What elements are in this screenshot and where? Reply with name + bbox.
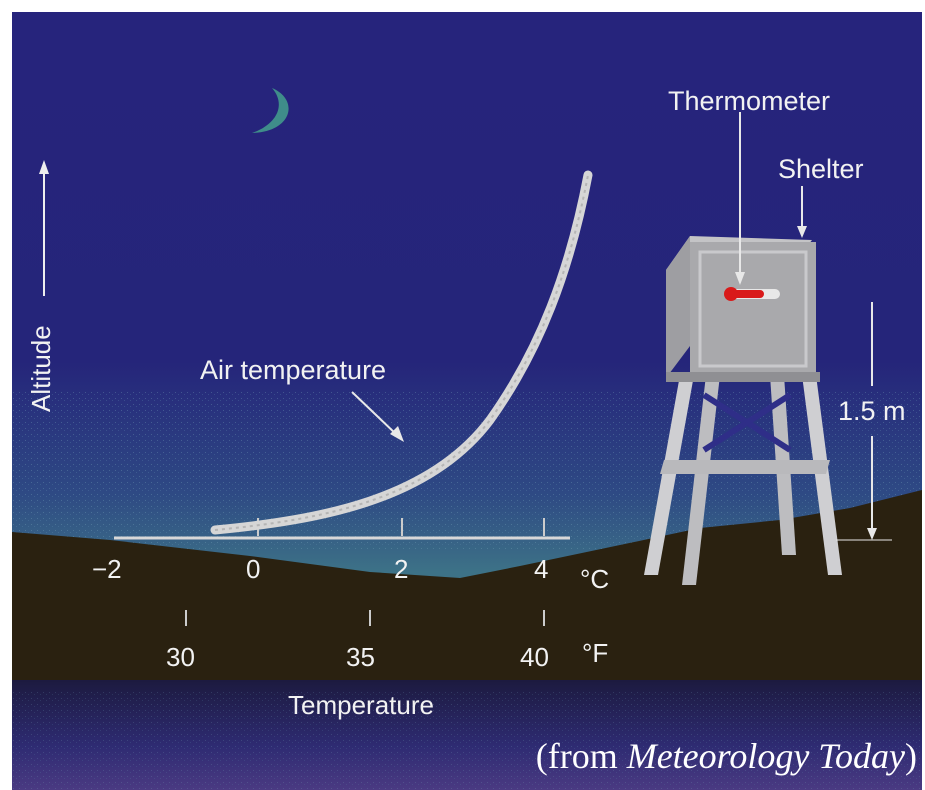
fahrenheit-tick-30: 30	[166, 642, 195, 672]
temperature-axis-label: Temperature	[288, 690, 434, 720]
fahrenheit-tick-40: 40	[520, 642, 549, 672]
moon-icon	[252, 88, 289, 133]
thermometer-icon	[724, 287, 780, 301]
source-title: Meteorology Today	[626, 736, 905, 776]
height-label: 1.5 m	[838, 396, 906, 426]
thermometer-label: Thermometer	[668, 86, 831, 116]
celsius-tick-2: 2	[394, 554, 409, 584]
air-temperature-pointer	[351, 391, 399, 437]
celsius-unit: °C	[580, 564, 610, 594]
fahrenheit-unit: °F	[582, 638, 609, 668]
source-credit: (from Meteorology Today)	[535, 736, 917, 776]
air-temperature-curve	[210, 170, 593, 535]
altitude-arrow-head	[39, 160, 49, 174]
air-temperature-label: Air temperature	[200, 355, 387, 385]
celsius-tick-0: 0	[246, 554, 261, 584]
fahrenheit-tick-35: 35	[346, 642, 375, 672]
altitude-label: Altitude	[26, 325, 56, 412]
height-dimension	[836, 302, 892, 541]
celsius-tick-neg2: −2	[92, 554, 122, 584]
shelter-label: Shelter	[778, 154, 864, 184]
shelter-stand	[644, 375, 842, 585]
celsius-tick-4: 4	[534, 554, 549, 584]
